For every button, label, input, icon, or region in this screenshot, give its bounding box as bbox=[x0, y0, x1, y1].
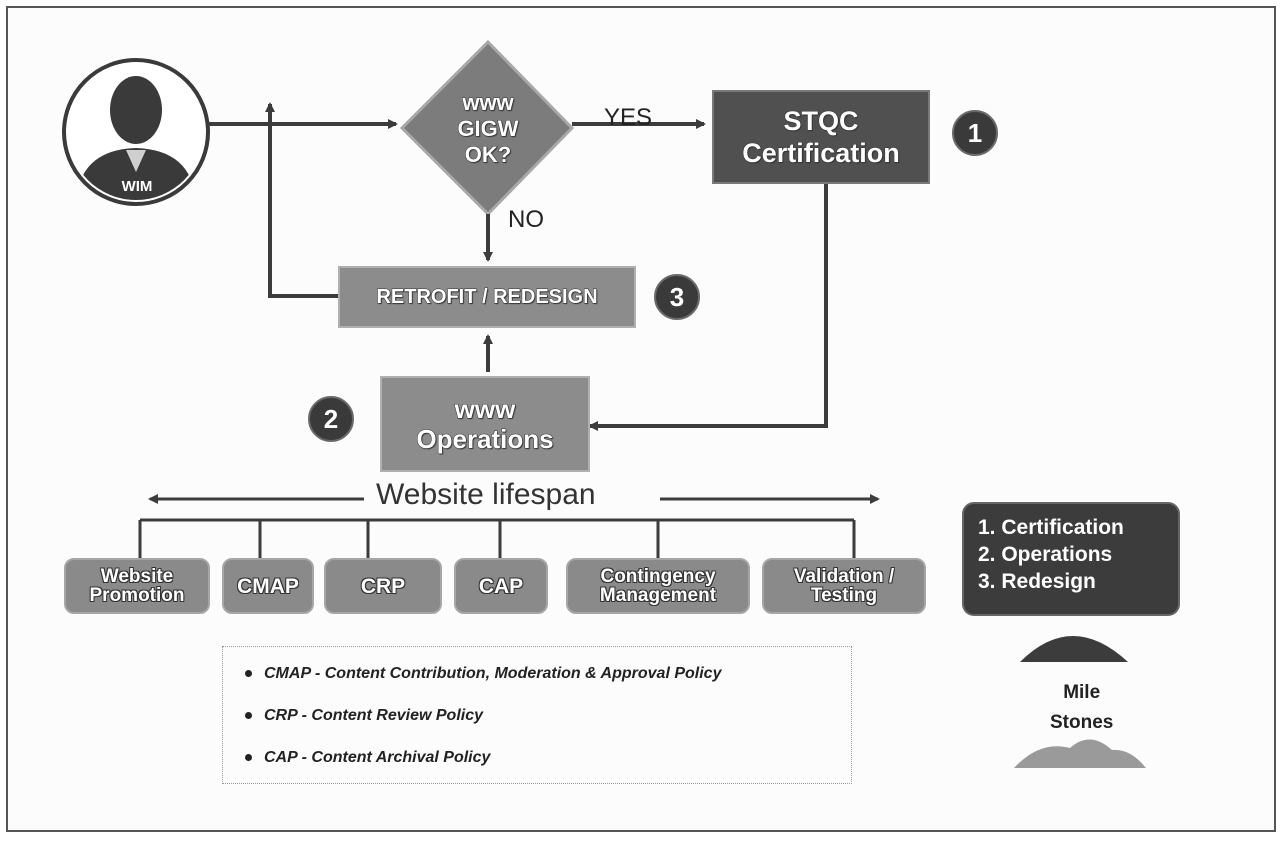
stqc-line-2: Certification bbox=[742, 138, 901, 169]
subprocess-bracket bbox=[138, 518, 856, 558]
stqc-certification-box: STQC Certification bbox=[712, 90, 930, 184]
milestones-icon-line-1: Mile bbox=[1063, 682, 1101, 703]
decision-line-1: www bbox=[462, 90, 514, 116]
legend-item-cmap: CMAP - Content Contribution, Moderation … bbox=[245, 665, 721, 683]
subprocess-cmap: CMAP bbox=[222, 558, 314, 614]
stqc-line-1: STQC bbox=[783, 106, 859, 137]
subprocess-crp: CRP bbox=[324, 558, 442, 614]
subprocess-line: Contingency bbox=[600, 566, 716, 587]
yes-label: YES bbox=[604, 104, 653, 131]
subprocess-cap: CAP bbox=[454, 558, 548, 614]
subprocess-line: Promotion bbox=[89, 585, 185, 606]
arrow-stqc-to-operations bbox=[588, 184, 828, 431]
lifespan-label: Website lifespan bbox=[368, 478, 604, 512]
user-icon bbox=[62, 58, 210, 206]
decision-line-2: GIGW bbox=[457, 116, 519, 142]
operations-line-1: www bbox=[454, 394, 516, 425]
legend-text: CRP - Content Review Policy bbox=[264, 707, 483, 724]
legend-item-cap: CAP - Content Archival Policy bbox=[245, 749, 490, 767]
subprocess-line: CMAP bbox=[237, 574, 299, 598]
milestones-icon-line-2: Stones bbox=[1050, 712, 1114, 733]
decision-text: www GIGW OK? bbox=[430, 84, 546, 174]
diagram-frame bbox=[6, 6, 1276, 832]
operations-line-2: Operations bbox=[416, 424, 554, 455]
subprocess-line: CAP bbox=[478, 574, 524, 598]
subprocess-line: CRP bbox=[360, 574, 406, 598]
no-label: NO bbox=[508, 206, 544, 233]
abbreviation-legend: CMAP - Content Contribution, Moderation … bbox=[222, 646, 852, 784]
subprocess-website-promotion: Website Promotion bbox=[64, 558, 210, 614]
subprocess-line: Management bbox=[599, 585, 717, 606]
legend-item-crp: CRP - Content Review Policy bbox=[245, 707, 483, 725]
decision-line-3: OK? bbox=[464, 142, 512, 168]
arrow-retrofit-loop bbox=[268, 124, 338, 298]
subprocess-line: Validation / bbox=[793, 566, 895, 587]
milestone-badge-1: 1 bbox=[952, 110, 998, 156]
milestone-item: 3. Redesign bbox=[978, 570, 1096, 593]
retrofit-redesign-box: RETROFIT / REDESIGN bbox=[338, 266, 636, 328]
subprocess-line: Website bbox=[100, 566, 174, 587]
legend-text: CAP - Content Archival Policy bbox=[264, 749, 491, 766]
subprocess-line: Testing bbox=[810, 585, 878, 606]
milestones-box: 1. Certification 2. Operations 3. Redesi… bbox=[962, 502, 1180, 616]
milestone-badge-2: 2 bbox=[308, 396, 354, 442]
milestone-item: 2. Operations bbox=[978, 543, 1113, 566]
milestone-item: 1. Certification bbox=[978, 516, 1124, 539]
milestone-badge-3: 3 bbox=[654, 274, 700, 320]
subprocess-validation-testing: Validation / Testing bbox=[762, 558, 926, 614]
user-label: WIM bbox=[121, 178, 153, 195]
legend-text: CMAP - Content Contribution, Moderation … bbox=[264, 665, 722, 682]
milestones-icon-label: Mile Stones bbox=[1050, 678, 1113, 738]
subprocess-contingency-management: Contingency Management bbox=[566, 558, 750, 614]
operations-box: www Operations bbox=[380, 376, 590, 472]
milestone-icon bbox=[1014, 636, 1146, 768]
